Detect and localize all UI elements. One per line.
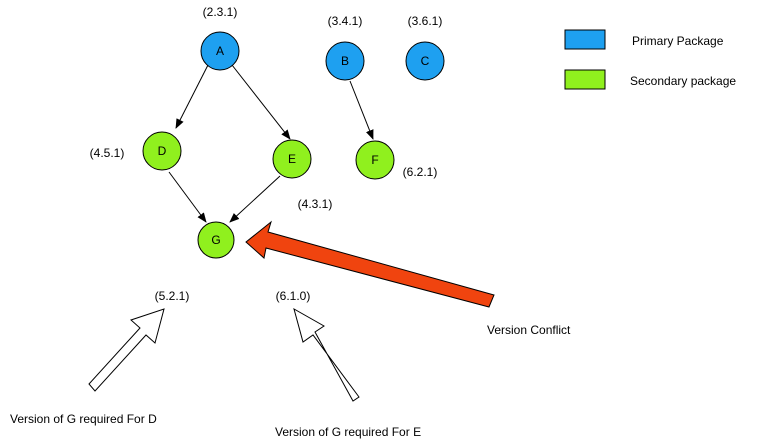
node-c: C (405, 41, 445, 81)
node-a-label: A (216, 44, 224, 58)
node-e-version: (4.3.1) (298, 197, 333, 211)
node-g-label: G (211, 233, 220, 247)
legend-primary-swatch (564, 29, 606, 50)
edge-a-to-d (175, 64, 209, 129)
caption-version-for-d: Version of G required For D (10, 412, 157, 426)
node-g: G (197, 221, 235, 259)
edge-e-to-g (229, 175, 281, 223)
node-c-version: (3.6.1) (408, 14, 443, 28)
node-f: F (355, 140, 395, 180)
edges (168, 64, 374, 223)
legend-primary-label: Primary Package (632, 34, 724, 48)
node-a: A (200, 31, 240, 71)
version-conflict-label: Version Conflict (487, 323, 571, 337)
node-b-label: B (341, 54, 349, 68)
legend-secondary-swatch (564, 69, 606, 90)
node-e: E (272, 139, 312, 179)
edge-b-to-f (349, 80, 374, 140)
node-d-label: D (158, 144, 167, 158)
edge-d-to-g (168, 171, 207, 223)
node-e-label: E (288, 152, 296, 166)
legend: Primary Package Secondary package (564, 29, 736, 90)
node-b-version: (3.4.1) (328, 14, 363, 28)
node-f-label: F (371, 153, 378, 167)
hollow-arrow-e (293, 307, 360, 402)
node-d-version: (4.5.1) (90, 146, 125, 160)
node-c-label: C (421, 54, 430, 68)
node-f-version: (6.2.1) (403, 165, 438, 179)
node-b: B (325, 41, 365, 81)
edge-a-to-e (231, 64, 291, 140)
caption-version-for-e: Version of G required For E (275, 425, 421, 439)
g-version-for-e: (6.1.0) (276, 289, 311, 303)
node-d: D (142, 131, 182, 171)
g-version-for-d: (5.2.1) (155, 289, 190, 303)
node-a-version: (2.3.1) (203, 5, 238, 19)
legend-secondary-label: Secondary package (630, 74, 736, 88)
version-conflict-arrow (245, 220, 495, 308)
hollow-arrow-d (88, 308, 165, 392)
